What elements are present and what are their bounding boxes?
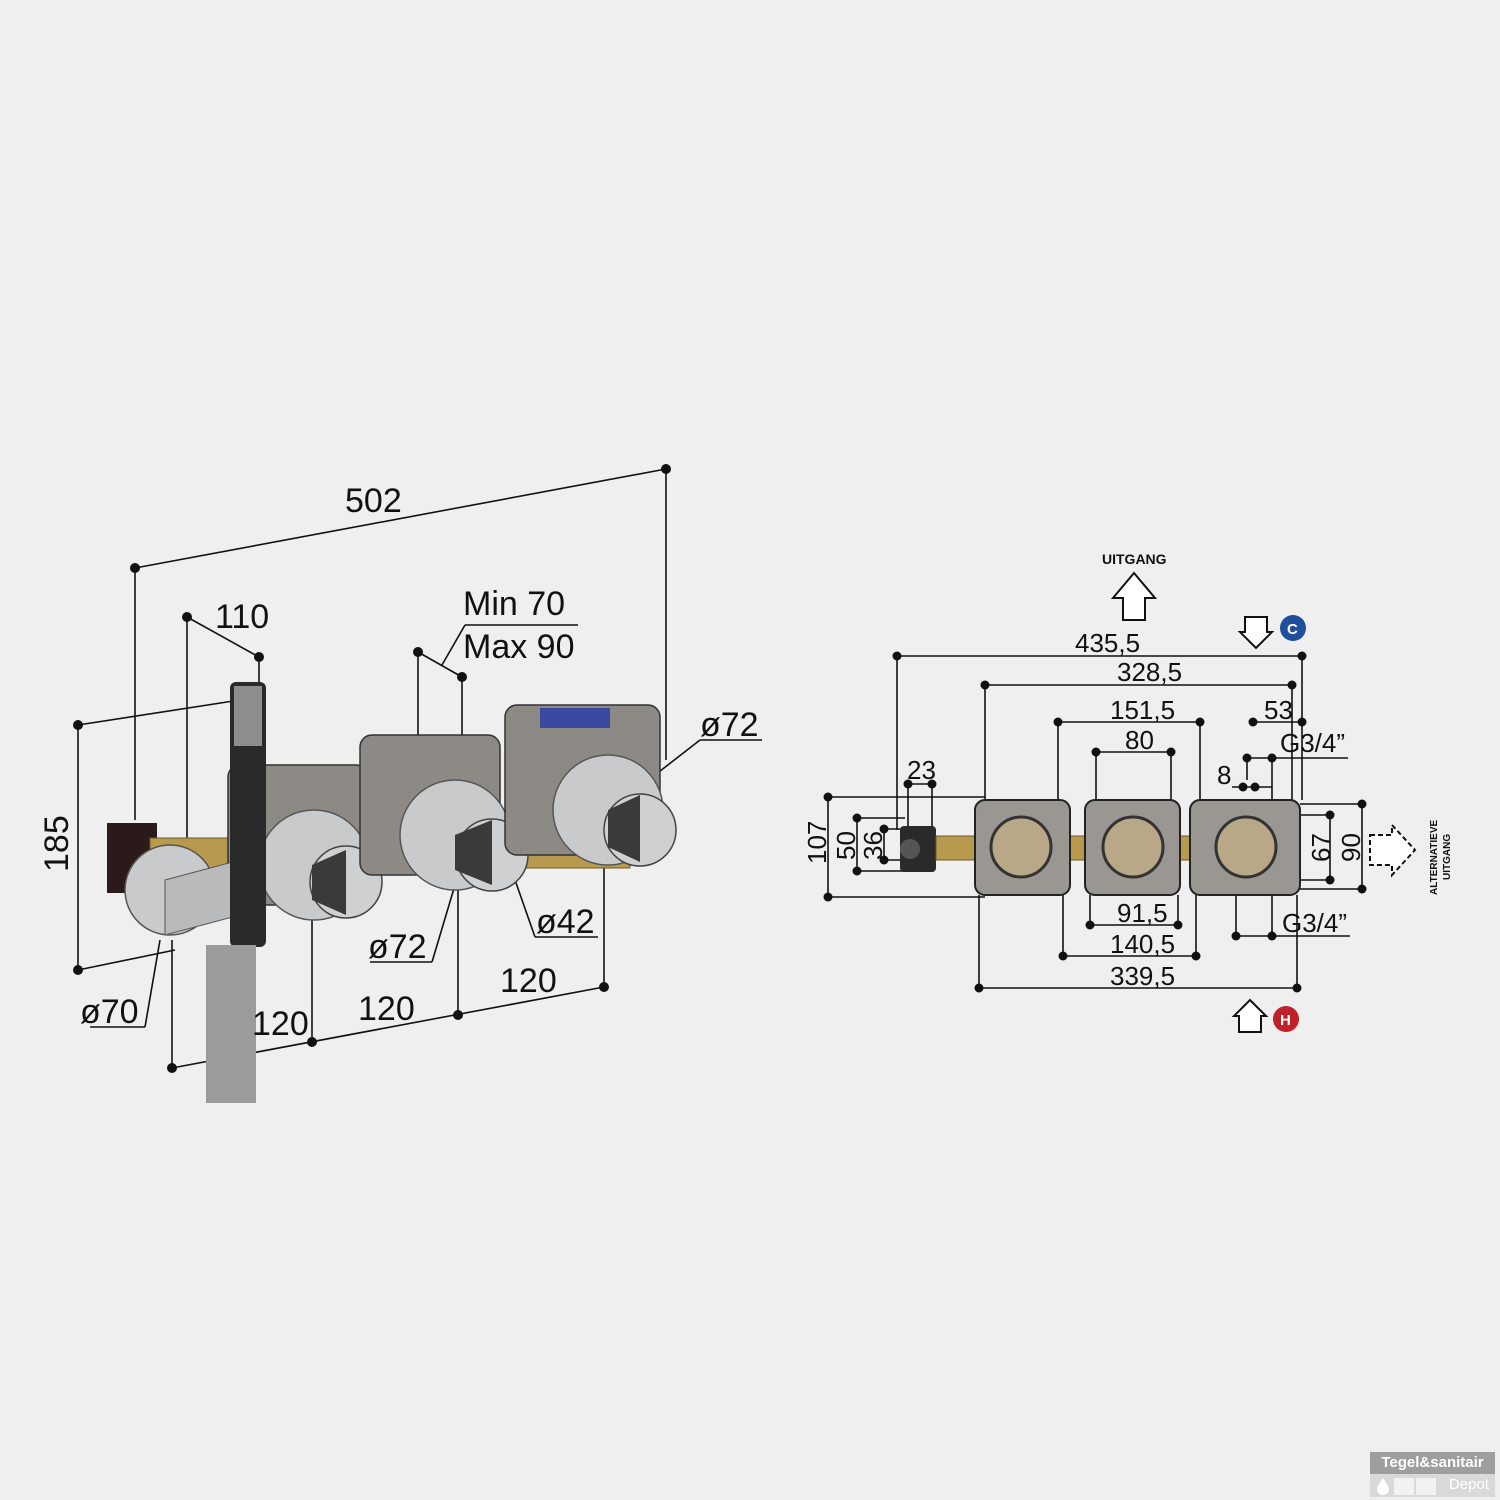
dim-23: 23 (907, 755, 936, 785)
dim-diameter-outlet: ø70 (80, 993, 139, 1031)
dim-height: 185 (38, 815, 76, 872)
dim-339: 339,5 (1110, 961, 1175, 991)
dim-90: 90 (1336, 833, 1366, 862)
dim-50: 50 (831, 831, 861, 860)
dim-328: 328,5 (1117, 657, 1182, 687)
dim-g34-top: G3/4” (1280, 728, 1345, 758)
label-alt-outlet-2: UITGANG (1442, 834, 1453, 880)
alt-outlet-arrow-icon (1369, 822, 1417, 878)
hot-badge-icon (1273, 1006, 1299, 1032)
dim-total-width: 502 (345, 482, 402, 520)
dim-spacing-1: 120 (252, 1005, 309, 1043)
dim-151: 151,5 (1110, 695, 1175, 725)
dim-140: 140,5 (1110, 929, 1175, 959)
cold-badge-label: C (1287, 621, 1298, 638)
cold-inlet-arrow-icon (1237, 616, 1275, 650)
dim-spacing-3: 120 (500, 962, 557, 1000)
dim-g34-bottom: G3/4” (1282, 908, 1347, 938)
dim-53: 53 (1264, 695, 1293, 725)
logo-square-1 (1394, 1478, 1414, 1495)
dim-handshower-depth: 110 (215, 598, 269, 636)
dim-435: 435,5 (1075, 628, 1140, 658)
outlet-arrow-icon (1110, 571, 1158, 621)
wall-outlet (124, 844, 241, 936)
hand-shower (206, 682, 266, 1103)
dim-wall-min: Min 70 (463, 585, 565, 623)
logo-square-2 (1416, 1478, 1436, 1495)
dim-wall-max: Max 90 (463, 628, 575, 666)
valve-body-right (504, 704, 677, 867)
drop-icon (1377, 1478, 1389, 1495)
label-alt-outlet-1: ALTERNATIEVE (1429, 819, 1440, 895)
logo-line2: Depot (1448, 1476, 1489, 1493)
dim-diameter-middle: ø72 (368, 928, 427, 966)
watermark-logo: Tegel&sanitair Depot (1370, 1452, 1495, 1497)
hot-inlet-arrow-icon (1231, 998, 1269, 1033)
dim-diameter-handle: ø42 (536, 903, 595, 941)
label-outlet: UITGANG (1102, 551, 1167, 567)
dim-spacing-2: 120 (358, 990, 415, 1028)
logo-line1: Tegel&sanitair (1370, 1452, 1495, 1474)
plan-body (900, 799, 1301, 896)
hot-badge-label: H (1280, 1012, 1291, 1029)
dim-36: 36 (858, 831, 888, 860)
left-view: 502 110 Min 70 Max 90 185 ø72 ø72 ø42 ø7… (38, 464, 762, 1103)
dim-107: 107 (802, 821, 832, 864)
dim-91: 91,5 (1117, 898, 1168, 928)
right-view: UITGANG C H ALTERNATIEVE UITGANG (802, 551, 1453, 1033)
cold-badge-icon (1280, 615, 1306, 641)
dim-67: 67 (1306, 833, 1336, 862)
dim-8: 8 (1217, 760, 1231, 790)
dim-80: 80 (1125, 725, 1154, 755)
valve-body-middle (359, 734, 529, 892)
dim-diameter-top: ø72 (700, 706, 759, 744)
